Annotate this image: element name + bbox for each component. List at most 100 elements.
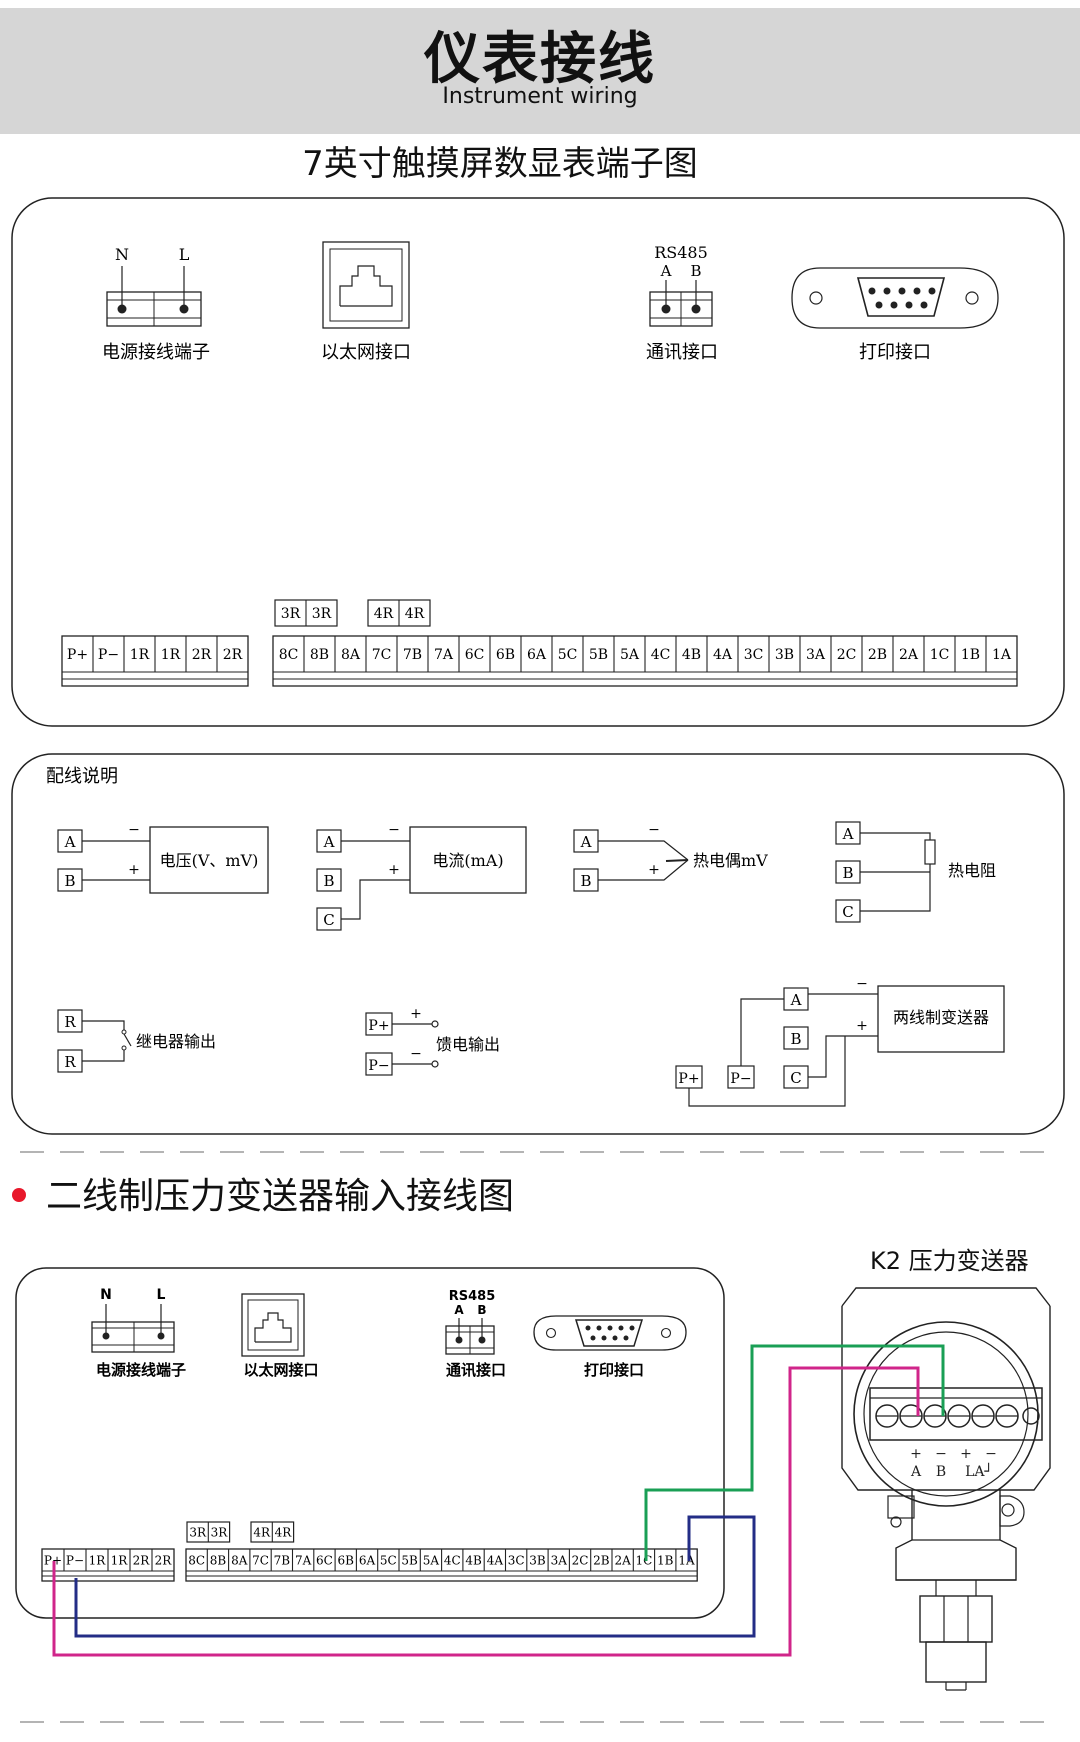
rs485-port: RS485 A B 通讯接口 <box>646 243 718 363</box>
rtd-label: 热电阻 <box>948 861 996 880</box>
thermocouple-minus-sign: − <box>648 822 660 838</box>
section-bullet <box>12 1188 26 1202</box>
top-3r-2-terminal: 3R <box>211 1525 229 1539</box>
sensor-plus-2: + <box>960 1446 972 1462</box>
right-strip-2-terminal: 1B <box>657 1553 674 1567</box>
printer-port-2-label: 打印接口 <box>584 1361 644 1379</box>
current-plus-sign: + <box>388 862 400 878</box>
right-strip-2-terminal: 3A <box>551 1553 568 1567</box>
transmitter-terminal-c: C <box>790 1069 801 1087</box>
left-strip-2-terminal: 2R <box>133 1553 151 1567</box>
transmitter-terminal-pminus: P− <box>730 1071 751 1087</box>
section-title-pressure: 二线制压力变送器输入接线图 <box>46 1176 515 1217</box>
right-strip-2-terminal: 8B <box>210 1553 227 1567</box>
right-strip-2-terminal: 1A <box>678 1553 695 1567</box>
right-strip-2-terminal: 5A <box>423 1553 440 1567</box>
left-strip-terminal: 1R <box>161 647 181 663</box>
left-strip-terminal: 2R <box>223 647 243 663</box>
left-strip-terminal: 2R <box>192 647 212 663</box>
right-strip-2-terminal: 6C <box>316 1553 333 1567</box>
top-3r-2-terminal: 3R <box>189 1525 207 1539</box>
right-strip-terminal: 6A <box>527 647 547 663</box>
rtd-terminal-a: A <box>842 825 854 843</box>
wiring-title: 配线说明 <box>46 766 118 787</box>
top-4r-terminal: 4R <box>374 606 394 622</box>
current-label: 电流(mA) <box>432 851 503 870</box>
right-strip-2-terminal: 3C <box>508 1553 525 1567</box>
voltage-wiring: A B − + 电压(V、mV) <box>57 822 269 894</box>
top-4r-2-terminal: 4R <box>253 1525 271 1539</box>
ssr-label: 馈电输出 <box>436 1035 500 1054</box>
right-strip-2-terminal: 4A <box>487 1553 504 1567</box>
wiring-panel-frame <box>11 753 1065 1135</box>
printer-port: 打印接口 <box>791 267 999 363</box>
wire-blue <box>74 1515 756 1638</box>
rtd-terminal-b: B <box>842 864 853 882</box>
right-strip-2-terminal: 6A <box>359 1553 376 1567</box>
right-strip-terminal: 2C <box>837 647 857 663</box>
relay-label: 继电器输出 <box>136 1032 216 1051</box>
current-terminal-c: C <box>323 911 334 929</box>
right-strip-terminal: 2B <box>868 647 887 663</box>
ethernet-port-2: 以太网接口 <box>241 1293 319 1379</box>
right-strip-terminal: 4C <box>651 647 671 663</box>
right-strip-terminal: 5C <box>558 647 578 663</box>
right-strip-2-terminal: 2A <box>614 1553 631 1567</box>
ssr-wiring: P+ P− + − 馈电输出 <box>365 1006 500 1076</box>
transmitter-label: 两线制变送器 <box>893 1008 989 1027</box>
right-strip-2-terminal: 5C <box>380 1553 397 1567</box>
rtd-wiring: A B C 热电阻 <box>835 821 996 923</box>
right-strip-2-terminal: 2C <box>572 1553 589 1567</box>
page-title: 仪表接线 <box>424 27 656 92</box>
right-strip-2-terminal: 3B <box>529 1553 546 1567</box>
terminal-panel-frame <box>11 197 1065 727</box>
right-strip-terminal: 4A <box>713 647 733 663</box>
ethernet-port-label: 以太网接口 <box>321 342 411 363</box>
sensor-minus-2: − <box>985 1446 997 1462</box>
right-strip-2-terminal: 4C <box>444 1553 461 1567</box>
voltage-terminal-a: A <box>64 833 76 851</box>
right-strip-terminal: 6C <box>465 647 485 663</box>
right-strip-terminal: 8A <box>341 647 361 663</box>
rs485-port-label: 通讯接口 <box>646 342 718 363</box>
rs485-2-a-label: A <box>454 1303 464 1317</box>
right-strip-2-terminal: 1C <box>636 1553 653 1567</box>
rs485-port-2-label: 通讯接口 <box>446 1361 506 1379</box>
sensor-a: A <box>910 1464 922 1480</box>
power-terminal-l-label: L <box>179 245 190 264</box>
printer-port-2: 打印接口 <box>533 1315 687 1379</box>
top-3r-terminal: 3R <box>312 606 332 622</box>
ssr-minus-sign: − <box>410 1046 422 1062</box>
top-4r-terminal: 4R <box>405 606 425 622</box>
printer-port-label: 打印接口 <box>859 342 931 363</box>
rs485-2-protocol-label: RS485 <box>449 1289 496 1304</box>
transmitter-terminal-pplus: P+ <box>678 1071 699 1087</box>
thermocouple-terminal-a: A <box>580 833 592 851</box>
right-strip-terminal: 3A <box>806 647 826 663</box>
rtd-terminal-c: C <box>842 903 853 921</box>
power-terminal-label: 电源接线端子 <box>102 342 210 363</box>
relay-terminal-1: R <box>64 1013 76 1031</box>
header-band <box>0 8 1080 134</box>
thermocouple-wiring: A B − + 热电偶mV <box>573 822 768 892</box>
ethernet-port-2-label: 以太网接口 <box>243 1361 318 1379</box>
rs485-b-label: B <box>690 262 701 280</box>
right-strip-2-terminal: 8C <box>188 1553 205 1567</box>
voltage-label: 电压(V、mV) <box>160 851 259 870</box>
right-strip-2-terminal: 7C <box>252 1553 269 1567</box>
voltage-plus-sign: + <box>128 862 140 878</box>
transmitter-wiring: A B C P+ P− − + 两线制变送器 <box>675 976 1005 1107</box>
right-strip-2-terminal: 2B <box>593 1553 610 1567</box>
right-strip-terminal: 1A <box>992 647 1012 663</box>
top-3r-terminal: 3R <box>281 606 301 622</box>
sensor-minus-1: − <box>935 1446 947 1462</box>
top-4r-2-terminal: 4R <box>275 1525 293 1539</box>
transmitter-plus-sign: + <box>856 1018 868 1034</box>
right-strip-2-terminal: 6B <box>338 1553 355 1567</box>
sensor-b: B <box>936 1464 946 1480</box>
power-terminal-2-l-label: L <box>157 1287 166 1303</box>
thermocouple-label: 热电偶mV <box>693 851 768 870</box>
current-minus-sign: − <box>388 822 400 838</box>
